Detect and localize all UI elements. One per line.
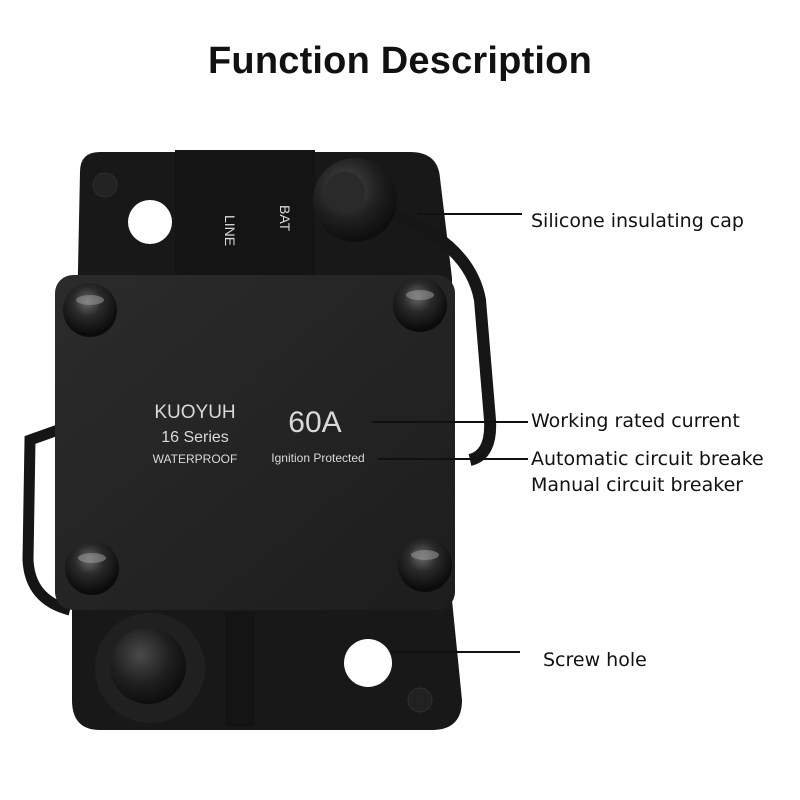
cap-strap bbox=[392, 209, 497, 466]
series-label: 16 Series bbox=[161, 429, 229, 446]
auto-breaker-callout-line bbox=[378, 458, 528, 460]
top-corner-dimple bbox=[92, 172, 118, 198]
bottom-corner-dimple bbox=[407, 687, 433, 713]
manual-breaker-label: Manual circuit breaker bbox=[531, 474, 744, 496]
screw-hole-callout-line bbox=[390, 651, 520, 653]
cover-plate bbox=[55, 275, 455, 610]
cover-screw-bl bbox=[65, 541, 119, 595]
rated-current-callout-line bbox=[372, 421, 528, 423]
top-screw-hole bbox=[128, 200, 172, 244]
rating-label: 60A bbox=[288, 406, 341, 439]
rated-current-label: Working rated current bbox=[531, 410, 740, 432]
terminal-label-line: LINE bbox=[222, 215, 238, 246]
cap-label: Silicone insulating cap bbox=[531, 210, 744, 232]
brand-label: KUOYUH bbox=[154, 402, 235, 423]
terminal-block bbox=[175, 150, 315, 275]
waterproof-label: WATERPROOF bbox=[153, 452, 238, 466]
cap-callout-line bbox=[418, 213, 522, 215]
cover-screw-tr bbox=[393, 278, 447, 332]
screw-hole-label: Screw hole bbox=[543, 649, 647, 671]
cover-screw-br bbox=[398, 538, 452, 592]
terminal-label-bat: BAT bbox=[277, 205, 293, 232]
bottom-screw-hole bbox=[344, 639, 392, 687]
cover-screw-tl bbox=[63, 283, 117, 337]
page-title: Function Description bbox=[208, 40, 592, 82]
lower-ridge bbox=[225, 612, 255, 727]
auto-breaker-label: Automatic circuit breake bbox=[531, 448, 764, 470]
left-strap bbox=[22, 424, 72, 616]
ignition-label: Ignition Protected bbox=[271, 451, 364, 465]
